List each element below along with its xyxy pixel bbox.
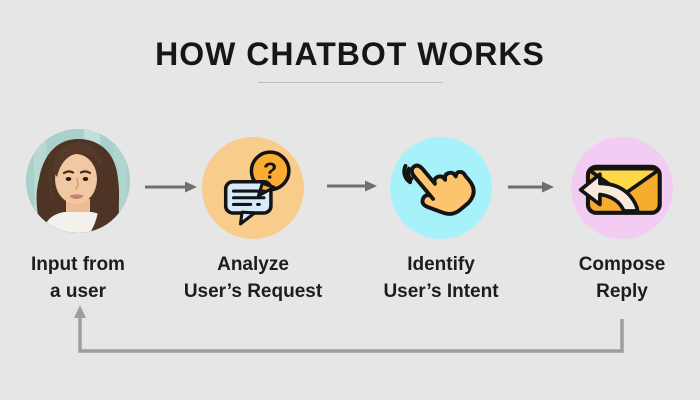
envelope-reply-icon [578,164,662,215]
arrow-right-icon [145,181,197,193]
step-label-line: Identify [407,254,475,275]
step-circle-input-from-user [26,129,130,233]
step-label-line: a user [50,281,106,302]
page-title: HOW CHATBOT WORKS [155,36,545,72]
tap-hand-icon [402,163,476,216]
step-label-line: User’s Intent [383,281,499,302]
arrow-right-icon [508,181,554,193]
step-label-line: Input from [31,254,125,275]
arrow-right-icon [327,180,377,192]
step-label-analyze-request: Analyze User’s Request [163,251,343,305]
step-label-input-from-user: Input from a user [0,251,168,305]
step-label-identify-intent: Identify User’s Intent [351,251,531,305]
step-circle-identify-intent [390,137,492,239]
step-label-line: Compose [578,254,666,275]
step-circle-compose-reply [571,137,673,239]
svg-text:?: ? [263,158,277,184]
step-label-line: User’s Request [183,281,323,302]
feedback-loop-arrow [74,305,624,353]
step-label-line: Reply [596,281,648,302]
user-photo [26,129,130,233]
chat-question-icon: ? [223,150,291,226]
step-label-compose-reply: Compose Reply [532,251,700,305]
title-underline [258,82,443,83]
step-circle-analyze-request: ? [202,137,304,239]
step-label-line: Analyze [217,254,289,275]
